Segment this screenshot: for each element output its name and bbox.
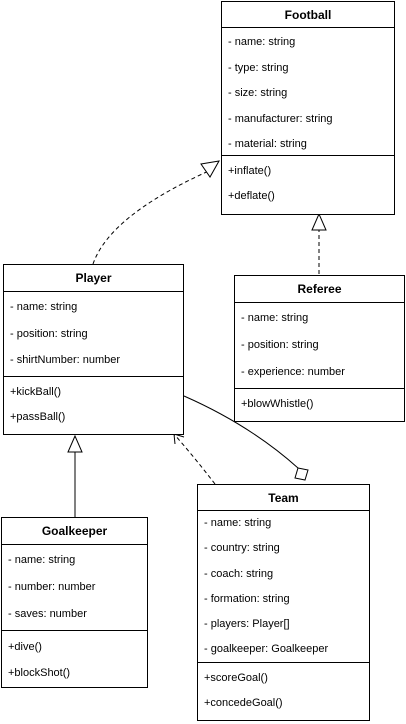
attribute: - saves: number (8, 608, 87, 620)
class-player-methods: +kickBall() +passBall() (4, 377, 183, 430)
attribute: - shirtNumber: number (10, 354, 121, 366)
class-football-attributes: - name: string - type: string - size: st… (222, 28, 394, 156)
class-goalkeeper-name: Goalkeeper (2, 518, 147, 545)
player-football-hollow-arrowhead (200, 160, 220, 178)
goalkeeper-player-hollow-arrowhead (67, 434, 83, 453)
class-team-methods: +scoreGoal() +concedeGoal() (198, 663, 369, 716)
class-goalkeeper: Goalkeeper - name: string - number: numb… (1, 517, 148, 688)
class-referee: Referee - name: string - position: strin… (234, 275, 405, 422)
team-player-aggregation-line (183, 395, 299, 469)
team-player-aggregation-diamond (294, 467, 309, 481)
attribute: - name: string (204, 517, 272, 529)
class-referee-name: Referee (235, 276, 404, 303)
class-goalkeeper-attributes: - name: string - number: number - saves:… (2, 545, 147, 631)
attribute: - players: Player[] (204, 618, 290, 631)
method: +dive() (8, 641, 42, 653)
attribute: - type: string (228, 61, 289, 74)
referee-football-hollow-arrowhead (311, 212, 327, 231)
attribute: - size: string (228, 87, 288, 99)
class-referee-attributes: - name: string - position: string - expe… (235, 303, 404, 389)
attribute: - position: string (241, 339, 319, 351)
attribute: - position: string (10, 327, 88, 340)
attribute: - country: string (204, 542, 280, 555)
team-player-dependency-line (173, 433, 216, 485)
attribute: - name: string (228, 36, 296, 48)
method: +concedeGoal() (204, 697, 283, 709)
attribute: - manufacturer: string (228, 112, 333, 125)
class-player: Player - name: string - position: string… (3, 264, 184, 435)
attribute: - name: string (8, 554, 76, 566)
player-football-realization-line (92, 169, 212, 265)
class-football: Football - name: string - type: string -… (221, 1, 395, 215)
method: +deflate() (228, 190, 275, 202)
class-player-attributes: - name: string - position: string - shir… (4, 292, 183, 377)
class-football-name: Football (222, 2, 394, 28)
attribute: - goalkeeper: Goalkeeper (204, 643, 329, 656)
method: +blockShot() (8, 667, 71, 679)
class-team: Team - name: string - country: string - … (197, 484, 370, 721)
attribute: - coach: string (204, 567, 274, 580)
attribute: - name: string (241, 312, 309, 324)
attribute: - name: string (10, 301, 78, 313)
attribute: - material: string (228, 138, 307, 150)
class-goalkeeper-methods: +dive() +blockShot() (2, 631, 147, 686)
attribute: - experience: number (241, 366, 345, 378)
method: +passBall() (10, 411, 66, 423)
method: +scoreGoal() (204, 672, 268, 684)
method: +inflate() (228, 165, 272, 177)
attribute: - formation: string (204, 592, 290, 605)
class-team-name: Team (198, 485, 369, 511)
class-referee-methods: +blowWhistle() (235, 389, 404, 417)
method: +kickBall() (10, 386, 62, 398)
class-football-methods: +inflate() +deflate() (222, 156, 394, 209)
class-player-name: Player (4, 265, 183, 292)
class-team-attributes: - name: string - country: string - coach… (198, 511, 369, 663)
attribute: - number: number (8, 581, 96, 593)
method: +blowWhistle() (241, 398, 314, 410)
